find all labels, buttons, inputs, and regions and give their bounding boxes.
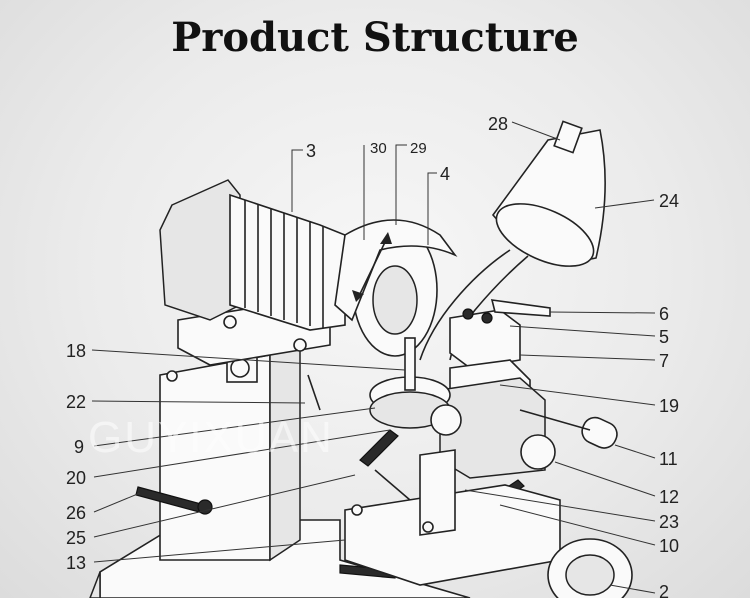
- callout-25: 25: [66, 528, 86, 548]
- slide-bolt: [422, 521, 434, 533]
- motor-body: [229, 193, 346, 331]
- wheel-hub: [372, 265, 418, 335]
- handwheel-hub: [565, 554, 615, 596]
- arrow-head: [352, 290, 364, 302]
- motor-cooling-fins: [244, 200, 324, 328]
- callout-12: 12: [659, 487, 679, 507]
- callout-23: 23: [659, 512, 679, 532]
- callout-22: 22: [66, 392, 86, 412]
- tool-clamp-lever: [490, 299, 551, 317]
- adjust-arrow: [357, 235, 389, 299]
- callout-24: 24: [659, 191, 679, 211]
- lever-knob: [197, 499, 213, 515]
- adjust-knob: [520, 434, 556, 470]
- callout-9: 9: [74, 437, 84, 457]
- callout-5: 5: [659, 327, 669, 347]
- handle-shaft: [519, 409, 591, 431]
- slide-bolt: [351, 504, 363, 516]
- clamp-screw: [481, 312, 493, 324]
- lamp-arm: [419, 249, 511, 361]
- handle-grip: [581, 416, 618, 449]
- callout-26: 26: [66, 503, 86, 523]
- callout-20: 20: [66, 468, 86, 488]
- mount-bolt: [293, 338, 307, 352]
- callout-3: 3: [306, 141, 316, 161]
- callout-13: 13: [66, 553, 86, 573]
- lever-22-shaft: [307, 374, 321, 411]
- callout-29: 29: [410, 140, 427, 157]
- callout-labels: 3 30 29 4 28 24 6 5 7 18 22 19 9 11 20 1…: [66, 114, 679, 598]
- page-title: Product Structure: [171, 14, 579, 61]
- lever-link: [374, 469, 411, 501]
- leader-lines: [91, 121, 656, 594]
- callout-2: 2: [659, 582, 669, 598]
- lamp-switch: [553, 120, 583, 154]
- wheel-guard: [334, 219, 458, 322]
- watermark: GUYIXUAN: [88, 413, 334, 462]
- mount-bolt: [223, 315, 237, 329]
- arrow-head: [380, 232, 392, 244]
- adjust-knob: [430, 404, 462, 436]
- callout-10: 10: [659, 536, 679, 556]
- callout-6: 6: [659, 304, 669, 324]
- spindle-post: [404, 337, 416, 391]
- callout-30: 30: [370, 140, 387, 157]
- column-bolt: [166, 370, 178, 382]
- base-front-face: [89, 571, 101, 598]
- callout-11: 11: [659, 449, 678, 469]
- vertical-guide: [419, 449, 456, 536]
- callout-19: 19: [659, 396, 679, 416]
- callout-4: 4: [440, 164, 450, 184]
- motor-end-cap: [159, 179, 241, 321]
- lever-20: [359, 429, 399, 467]
- callout-7: 7: [659, 351, 669, 371]
- clamp-screw: [462, 308, 474, 320]
- lamp-opening: [495, 203, 595, 267]
- callout-28: 28: [488, 114, 508, 134]
- callout-18: 18: [66, 341, 86, 361]
